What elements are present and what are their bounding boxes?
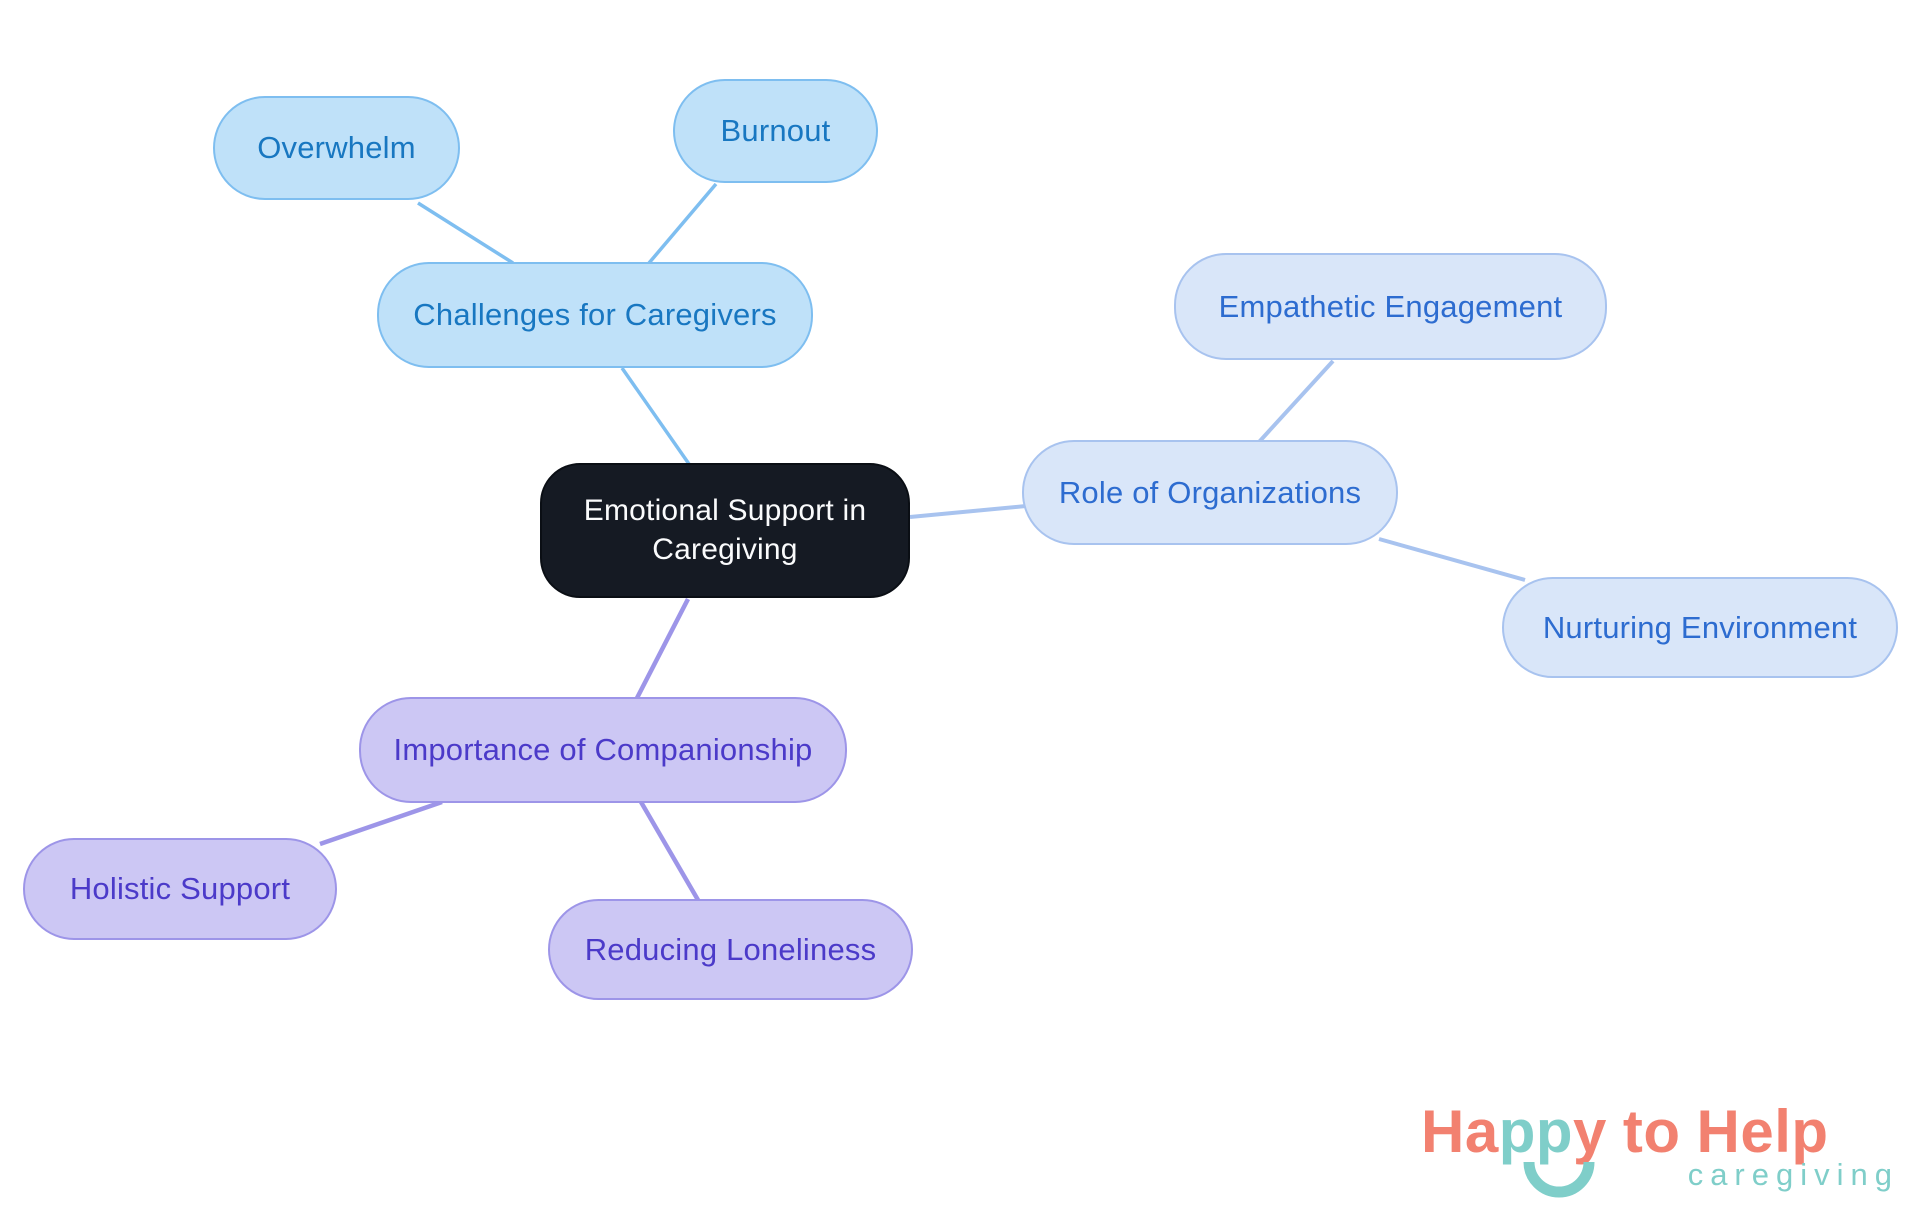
- node-overwhelm[interactable]: Overwhelm: [213, 96, 460, 200]
- smile-icon: [1523, 1161, 1595, 1198]
- logo-text-ha: Ha: [1421, 1098, 1499, 1165]
- edge-importance-holistic: [319, 799, 443, 847]
- node-central-emotional-support[interactable]: Emotional Support in Caregiving: [540, 463, 910, 598]
- edge-challenges-burnout: [647, 182, 718, 265]
- node-holistic-support[interactable]: Holistic Support: [23, 838, 337, 940]
- node-role-label: Role of Organizations: [1058, 474, 1362, 510]
- node-overwhelm-label: Overwhelm: [257, 130, 416, 166]
- edge-central-challenges: [620, 366, 691, 466]
- node-importance-of-companionship[interactable]: Importance of Companionship: [359, 697, 847, 803]
- edge-central-importance: [634, 597, 691, 700]
- logo-text-help: Help: [1696, 1098, 1829, 1165]
- logo-text-to: to: [1622, 1098, 1681, 1165]
- node-burnout[interactable]: Burnout: [673, 79, 878, 183]
- node-challenges-for-caregivers[interactable]: Challenges for Caregivers: [377, 262, 813, 368]
- edge-central-role: [909, 504, 1027, 519]
- edge-role-empathetic: [1257, 359, 1335, 444]
- node-nurturing-label: Nurturing Environment: [1542, 609, 1858, 645]
- node-challenges-label: Challenges for Caregivers: [413, 297, 777, 333]
- node-reducing-loneliness[interactable]: Reducing Loneliness: [548, 899, 913, 1000]
- logo-tagline: caregiving: [1687, 1157, 1899, 1192]
- node-central-label: Emotional Support in Caregiving: [583, 494, 867, 566]
- node-importance-label: Importance of Companionship: [393, 732, 813, 768]
- node-empathetic-label: Empathetic Engagement: [1218, 288, 1563, 324]
- logo-text-pp: pp: [1498, 1098, 1574, 1165]
- node-holistic-label: Holistic Support: [69, 871, 291, 907]
- node-role-of-organizations[interactable]: Role of Organizations: [1022, 440, 1398, 545]
- edge-role-nurturing: [1378, 537, 1526, 582]
- node-empathetic-engagement[interactable]: Empathetic Engagement: [1174, 253, 1607, 360]
- node-reducing-label: Reducing Loneliness: [584, 931, 877, 967]
- node-nurturing-environment[interactable]: Nurturing Environment: [1502, 577, 1898, 678]
- edge-importance-reducing: [639, 800, 700, 902]
- edge-challenges-overwhelm: [417, 201, 514, 265]
- node-burnout-label: Burnout: [720, 113, 831, 149]
- logo-text-y: y: [1573, 1098, 1607, 1165]
